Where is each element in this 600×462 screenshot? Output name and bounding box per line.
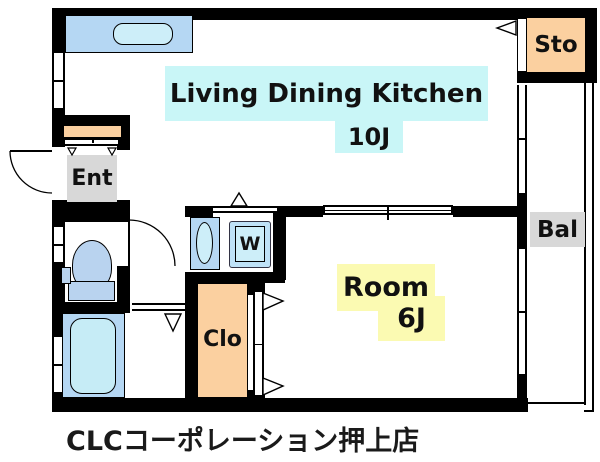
shoe-cabinet-mark-left <box>66 147 78 157</box>
wall-entrance-top <box>52 115 130 127</box>
washbasin-bowl <box>196 222 213 264</box>
wall-bottom <box>52 398 528 412</box>
toilet-base <box>68 281 115 301</box>
wall-ldk-bottom-1 <box>185 206 213 217</box>
wall-toilet-right-b <box>117 266 130 313</box>
room-size-label: 6J <box>378 296 445 341</box>
window-tick <box>54 79 63 82</box>
washing-machine: W <box>229 221 271 268</box>
window-room-balcony <box>517 249 527 374</box>
window-toilet <box>52 227 65 262</box>
closet-label: Clo <box>197 322 248 357</box>
washbasin <box>190 217 220 270</box>
kitchen-sink <box>113 23 173 45</box>
wall-washroom-right <box>185 283 197 412</box>
window-ldk-balcony <box>517 85 527 193</box>
entrance-text: Ent <box>71 166 113 191</box>
toilet-door-arc <box>128 219 176 267</box>
bathtub-surround <box>62 313 125 398</box>
shoe-cabinet-front <box>65 138 118 146</box>
balcony-rail-bottom-outer <box>584 410 594 412</box>
wall-storage-right <box>585 8 597 83</box>
wall-toilet-bottom <box>52 302 130 313</box>
ldk-name-text: Living Dining Kitchen <box>169 78 484 109</box>
shoe-cabinet-mark-right <box>106 147 118 157</box>
shoe-cabinet <box>63 125 122 138</box>
washroom-opening-arrow <box>163 313 183 333</box>
window-tick <box>54 363 63 366</box>
sliding-door-ldk-room <box>323 205 453 220</box>
wall-ldk-bottom-3 <box>453 206 517 217</box>
balcony-rail-right-outer <box>592 83 594 412</box>
ldk-size-text: 10J <box>347 123 391 151</box>
storage-text: Sto <box>534 32 578 58</box>
closet-opening-arrow-bottom <box>262 376 285 397</box>
storage-opening-arrow <box>494 19 517 37</box>
opening-washroom-entry <box>132 303 185 311</box>
balcony-label: Bal <box>530 212 585 247</box>
entrance-label: Ent <box>67 155 117 202</box>
closet-box <box>197 283 248 398</box>
window-kitchen <box>52 53 65 108</box>
bathtub <box>70 318 116 394</box>
toilet-flush-handle <box>61 267 71 284</box>
closet-opening-arrow-top <box>262 291 285 312</box>
wall-toilet-right-a <box>117 210 130 220</box>
wall-ldk-bottom-2 <box>277 206 323 217</box>
entrance-door-arc <box>9 150 53 194</box>
balcony-text: Bal <box>537 216 578 243</box>
wall-entrance-right <box>117 115 130 150</box>
balcony-rail-bottom-inner <box>528 402 586 404</box>
wall-toilet-top <box>52 210 130 222</box>
washing-machine-drum: W <box>235 226 265 262</box>
wall-below-basin <box>185 272 285 283</box>
storage-label: Sto <box>527 18 585 72</box>
wall-right-mid <box>517 193 527 249</box>
cabinet-tick <box>91 140 94 143</box>
window-tick <box>519 138 525 140</box>
closet-door <box>253 292 264 395</box>
kitchen-counter <box>65 15 193 53</box>
storage-door-leaf <box>517 18 527 72</box>
ldk-name-label: Living Dining Kitchen <box>165 66 488 121</box>
closet-door-tick <box>255 343 262 345</box>
window-tick <box>519 310 525 313</box>
washer-label: W <box>239 233 261 255</box>
wall-right-low <box>517 374 527 412</box>
wall-entrance-bottom <box>52 200 130 213</box>
storage-room <box>527 18 585 72</box>
room-size-text: 6J <box>397 303 426 334</box>
closet-text: Clo <box>203 327 242 352</box>
company-name: CLCコーポレーション押上店 <box>66 426 420 457</box>
balcony-rail-right-inner <box>584 83 586 405</box>
wall-left-1 <box>52 8 65 53</box>
ldk-size-label: 10J <box>335 121 403 153</box>
wall-storage-bottom <box>517 72 597 83</box>
opening-washer-alcove <box>213 206 277 213</box>
washer-opening-arrow <box>229 191 249 207</box>
sliding-door-tick <box>387 207 389 220</box>
window-tick <box>54 243 63 246</box>
wall-room-left <box>273 206 286 280</box>
